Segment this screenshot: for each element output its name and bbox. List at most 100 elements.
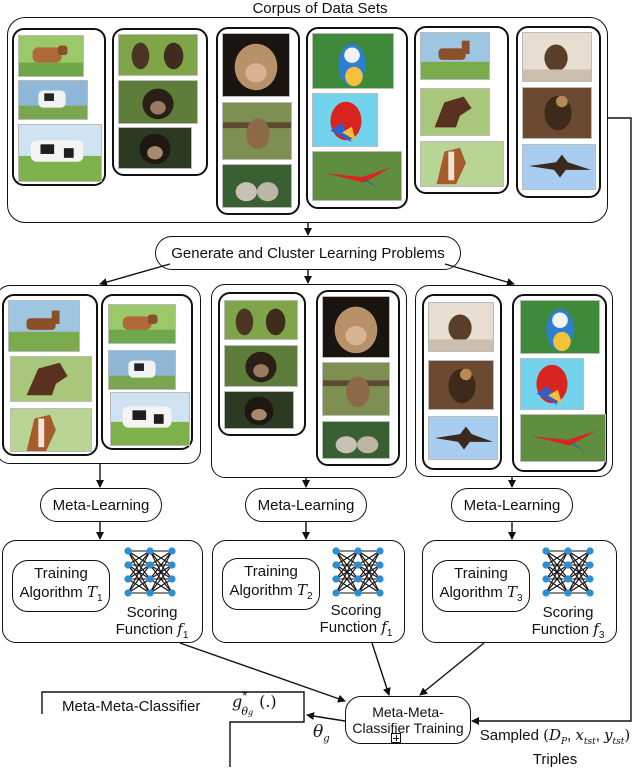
- nn-node: [354, 561, 362, 569]
- nn-edge: [149, 578, 173, 594]
- nn-node: [124, 589, 132, 597]
- training-algorithm-1: Training Algorithm T1: [12, 560, 110, 612]
- nn-edge: [127, 564, 151, 594]
- sampled-triples-label: Sampled (DP, xtst, ytst) Triples: [476, 726, 634, 769]
- nn-edge: [127, 550, 151, 580]
- corpus-title: Corpus of Data Sets: [252, 0, 388, 17]
- arrow-mmc-to-classifier: [306, 712, 346, 722]
- nn-node: [146, 589, 154, 597]
- nn-node: [586, 589, 594, 597]
- neural-network-icon: [124, 547, 176, 597]
- neural-network-icon: [332, 547, 384, 597]
- photo-chimp: [224, 300, 298, 340]
- nn-node: [586, 547, 594, 555]
- scoring-label: Scoring: [330, 602, 382, 619]
- training-var: T: [296, 580, 307, 599]
- mmc-training-line1: Meta-Meta-: [372, 704, 444, 720]
- photo-monkey: [222, 102, 292, 160]
- nn-node: [376, 589, 384, 597]
- algorithm-line: Algorithm T2: [229, 580, 313, 602]
- nn-node: [564, 547, 572, 555]
- photo-chimp: [118, 80, 198, 124]
- photo-chimp: [118, 34, 198, 76]
- nn-node: [332, 547, 340, 555]
- photo-eagle: [428, 360, 494, 410]
- nn-edge: [149, 564, 173, 594]
- mmc-training-line2: Classifier Training: [352, 720, 464, 736]
- arrow-module-3-to-mmc: [419, 642, 485, 696]
- nn-node: [564, 561, 572, 569]
- mmc-label: Meta-Meta-Classifier: [62, 698, 201, 715]
- photo-eagle: [522, 87, 592, 139]
- function-line: Function f1: [319, 618, 393, 640]
- nn-node: [564, 575, 572, 583]
- nn-node: [542, 589, 550, 597]
- photo-parrot: [520, 300, 600, 354]
- nn-node: [542, 547, 550, 555]
- meta-learning-node-3: Meta-Learning: [451, 488, 573, 522]
- photo-eagle: [522, 32, 592, 82]
- training-var: T: [86, 582, 97, 601]
- nn-edge: [149, 550, 173, 594]
- nn-node: [146, 561, 154, 569]
- nn-edge: [127, 550, 151, 566]
- photo-cow: [108, 304, 176, 344]
- nn-node: [564, 589, 572, 597]
- sampled-line: Sampled (DP, xtst, ytst): [479, 726, 631, 747]
- meta-learning-node-2: Meta-Learning: [245, 488, 367, 522]
- nn-node: [168, 561, 176, 569]
- training-var: T: [506, 582, 517, 601]
- photo-parrot: [312, 33, 394, 89]
- photo-cow: [110, 392, 190, 446]
- photo-monkey: [222, 164, 292, 208]
- photo-eagle: [428, 302, 494, 352]
- nn-node: [354, 575, 362, 583]
- nn-edge: [357, 550, 381, 594]
- nn-node: [124, 575, 132, 583]
- photo-chimp: [224, 345, 298, 387]
- photo-horse: [420, 88, 490, 136]
- photo-cow: [18, 35, 84, 77]
- function-line: Function f3: [531, 620, 605, 642]
- algorithm-line: Algorithm T1: [19, 582, 103, 604]
- nn-node: [542, 575, 550, 583]
- nn-edge: [357, 550, 381, 580]
- nn-node: [376, 561, 384, 569]
- photo-monkey: [322, 296, 390, 358]
- nn-edge: [357, 564, 381, 594]
- nn-node: [124, 561, 132, 569]
- photo-cow: [18, 124, 102, 182]
- photo-horse: [420, 32, 490, 80]
- nn-edge: [335, 550, 359, 566]
- scoring-function-3: Scoring Function f3: [518, 604, 618, 644]
- meta-learning-node-1: Meta-Learning: [40, 488, 162, 522]
- training-label: Training: [454, 564, 508, 582]
- theta-g-label: θg: [313, 722, 330, 745]
- photo-chimp: [118, 127, 192, 169]
- nn-node: [168, 589, 176, 597]
- photo-parrot: [312, 93, 378, 147]
- training-label: Training: [244, 562, 298, 580]
- nn-node: [146, 547, 154, 555]
- mmc-formula: g*θg(.): [232, 688, 277, 718]
- photo-horse: [8, 300, 80, 352]
- nn-node: [332, 561, 340, 569]
- nn-edge: [149, 550, 173, 580]
- photo-monkey: [222, 33, 290, 97]
- training-algorithm-3: Training Algorithm T3: [432, 560, 530, 612]
- nn-edge: [335, 564, 359, 594]
- nn-edge: [127, 550, 151, 594]
- photo-monkey: [322, 362, 390, 416]
- nn-node: [376, 547, 384, 555]
- nn-edge: [149, 550, 173, 566]
- training-algorithm-2: Training Algorithm T2: [222, 558, 320, 610]
- photo-parrot: [520, 414, 606, 462]
- scoring-function-1: Scoring Function f1: [102, 604, 202, 644]
- algorithm-line: Algorithm T3: [439, 582, 523, 604]
- photo-eagle: [522, 144, 596, 190]
- nn-node: [354, 547, 362, 555]
- triples-line: Triples: [532, 751, 578, 768]
- photo-eagle: [428, 416, 498, 460]
- nn-node: [168, 547, 176, 555]
- nn-node: [124, 547, 132, 555]
